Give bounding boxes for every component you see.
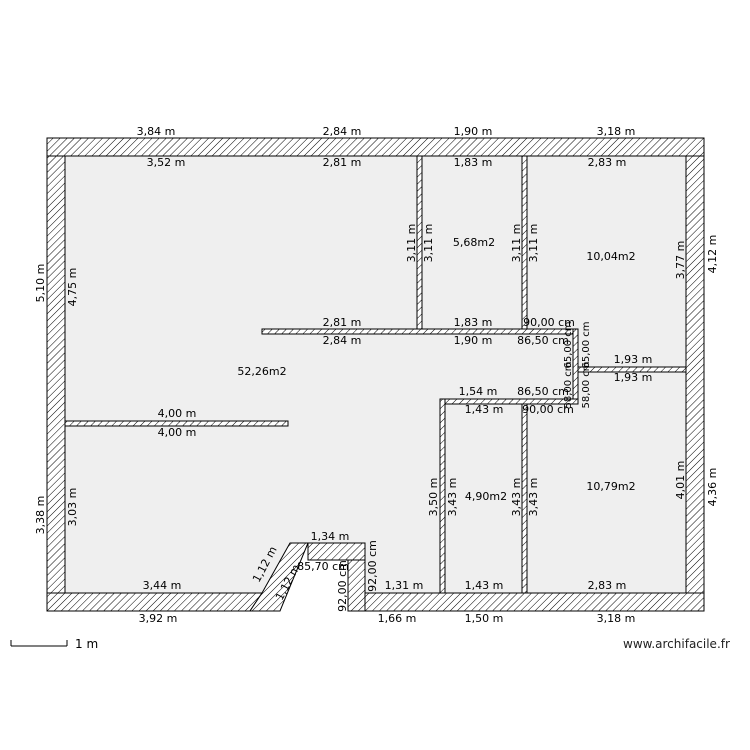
dimension-label: 1,90 m [454, 125, 493, 138]
wall-living-divider [64, 420, 289, 427]
dimension-label: 1,50 m [465, 612, 504, 625]
dimension-label: 92,00 cm [366, 540, 379, 592]
dimension-label: 2,84 m [323, 125, 362, 138]
wall-bottom-left [46, 592, 263, 612]
dimension-label: 3,38 m [34, 496, 47, 535]
area-bedroom-bottom: 10,79m2 [586, 480, 635, 493]
dimension-label: 3,18 m [597, 612, 636, 625]
dimension-label: 1,83 m [454, 156, 493, 169]
interior-walls [64, 155, 687, 594]
dimension-label: 3,84 m [137, 125, 176, 138]
dimension-label: 3,11 m [422, 224, 435, 263]
dimension-label: 90,00 cm [522, 403, 574, 416]
dimension-label: 3,44 m [143, 579, 182, 592]
dimension-label: 3,92 m [139, 612, 178, 625]
dimension-label: 5,10 m [34, 264, 47, 303]
room-areas: 52,26m2 5,68m2 10,04m2 4,90m2 10,79m2 [237, 236, 635, 503]
area-closet: 5,68m2 [453, 236, 495, 249]
dimension-label: 1,43 m [465, 579, 504, 592]
dimension-label: 58,00 cm [563, 361, 574, 408]
dimension-label: 3,18 m [597, 125, 636, 138]
dimension-label: 3,77 m [674, 241, 687, 280]
dimension-label: 92,00 cm [336, 560, 349, 612]
wall-bottom-notch-side [347, 559, 366, 612]
dimension-label: 4,75 m [66, 268, 79, 307]
wall-right-rooms-divider [577, 366, 687, 373]
dimension-label: 3,43 m [446, 478, 459, 517]
dimension-label: 1,93 m [614, 353, 653, 366]
dimension-label: 65,00 cm [581, 321, 592, 368]
wall-bath-right [521, 403, 528, 594]
dimension-label: 3,11 m [510, 224, 523, 263]
dimension-label: 90,00 cm [523, 316, 575, 329]
wall-left [46, 155, 66, 612]
wall-right [685, 155, 705, 612]
dimension-label: 1,93 m [614, 371, 653, 384]
dimension-label: 4,01 m [674, 461, 687, 500]
wall-bottom-angled [249, 542, 309, 612]
dimension-label: 3,03 m [66, 488, 79, 527]
floor-fill [65, 156, 686, 593]
dimension-label: 4,00 m [158, 426, 197, 439]
dimension-label: 3,11 m [527, 224, 540, 263]
dimension-label: 1,54 m [459, 385, 498, 398]
dimension-label: 1,66 m [378, 612, 417, 625]
wall-top [46, 137, 705, 157]
dimension-label: 3,43 m [527, 478, 540, 517]
dimension-label: 1,34 m [311, 530, 350, 543]
wall-bottom-notch-top [290, 542, 366, 561]
area-living: 52,26m2 [237, 365, 286, 378]
dimension-label: 85,70 cm [297, 560, 349, 573]
wall-bottom-right [364, 592, 705, 612]
dimension-label: 86,50 cm [517, 385, 569, 398]
dimension-label: 3,11 m [405, 224, 418, 263]
dimension-label: 2,83 m [588, 156, 627, 169]
dimension-label: 3,43 m [510, 478, 523, 517]
dimension-label: 3,52 m [147, 156, 186, 169]
scale-bar [10, 640, 68, 647]
dimension-label: 1,90 m [454, 334, 493, 347]
dimension-label: 1,83 m [454, 316, 493, 329]
wall-bath-left [439, 398, 446, 594]
dimension-label: 4,00 m [158, 407, 197, 420]
dimension-label: 2,83 m [588, 579, 627, 592]
dimension-label: 2,81 m [323, 156, 362, 169]
dimension-label: 3,50 m [427, 478, 440, 517]
area-bathroom: 4,90m2 [465, 490, 507, 503]
dimension-label: 2,81 m [323, 316, 362, 329]
dimension-label: 4,12 m [706, 235, 719, 274]
dimension-label: 1,31 m [385, 579, 424, 592]
scale-label: 1 m [75, 637, 99, 651]
dimension-label: 58,00 cm [581, 361, 592, 408]
dimension-label: 2,84 m [323, 334, 362, 347]
area-bedroom-top: 10,04m2 [586, 250, 635, 263]
exterior-walls [46, 137, 705, 612]
dimension-label: 4,36 m [706, 468, 719, 507]
dimension-label: 1,43 m [465, 403, 504, 416]
dimension-label: 86,50 cm [517, 334, 569, 347]
dimension-label: 65,00 cm [563, 321, 574, 368]
watermark: www.archifacile.fr [623, 637, 730, 651]
